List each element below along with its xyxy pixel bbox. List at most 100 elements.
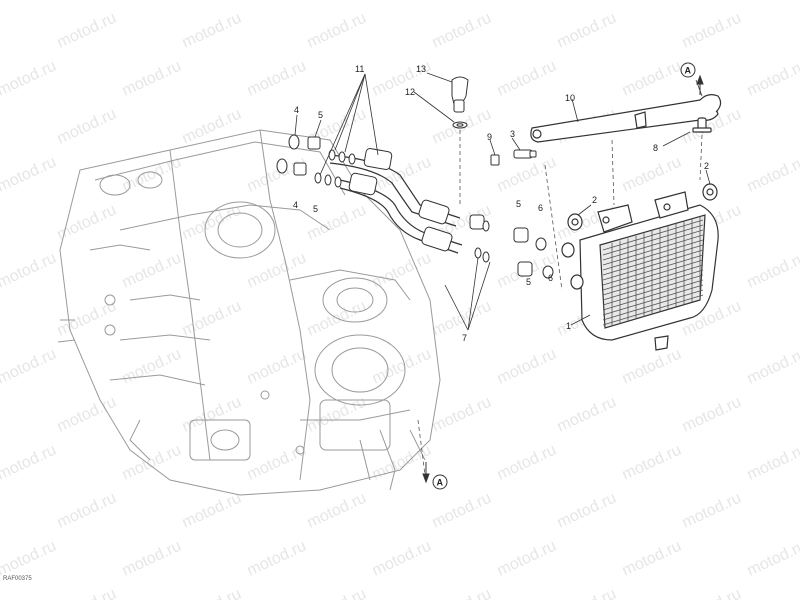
callout-7: 7 [462, 333, 467, 343]
callout-6-upper: 6 [538, 203, 543, 213]
watermark-text: motod.ru [555, 394, 619, 436]
watermark-text: motod.ru [180, 298, 244, 340]
watermark-text: motod.ru [745, 442, 800, 484]
watermark-text: motod.ru [245, 0, 309, 4]
engine-block-drawing [57, 129, 441, 496]
callout-9: 9 [487, 132, 492, 142]
watermark-text: motod.ru [305, 490, 369, 532]
assembly-guide-lines [417, 130, 703, 476]
section-a-top-label: A [685, 66, 692, 76]
watermark-text: motod.ru [245, 346, 309, 388]
section-a-bottom-label: A [437, 478, 444, 488]
watermark-text: motod.ru [430, 10, 494, 52]
watermark-text: motod.ru [555, 586, 619, 600]
callout-11: 11 [355, 64, 364, 74]
callout-3: 3 [510, 129, 515, 139]
watermark-text: motod.ru [0, 0, 59, 4]
watermark-text: motod.ru [620, 58, 684, 100]
callout-5-right-upper: 5 [516, 199, 521, 209]
watermark-text: motod.ru [55, 298, 119, 340]
watermark-text: motod.ru [0, 538, 59, 580]
watermark-text: motod.ru [555, 10, 619, 52]
watermark-text: motod.ru [495, 58, 559, 100]
cooler-side-fittings [469, 214, 554, 279]
watermark-text: motod.ru [430, 490, 494, 532]
watermark-text: motod.ru [55, 106, 119, 148]
watermark-text: motod.ru [680, 490, 744, 532]
watermark-text: motod.ru [0, 250, 59, 292]
watermark-text: motod.ru [0, 58, 59, 100]
watermark-text: motod.ru [745, 538, 800, 580]
watermark-text: motod.ru [0, 154, 59, 196]
watermark-text: motod.ru [120, 58, 184, 100]
callout-4-upper: 4 [294, 105, 299, 115]
section-a-arrows [422, 74, 704, 484]
section-a-bottom-marker: A [432, 474, 448, 490]
watermark-text: motod.ru [430, 586, 494, 600]
watermark-text: motod.ru [745, 154, 800, 196]
watermark-text: motod.ru [305, 586, 369, 600]
hose-ferrules [348, 148, 453, 252]
watermark-text: motod.ru [120, 250, 184, 292]
watermark-text: motod.ru [745, 250, 800, 292]
section-a-top-marker: A [680, 62, 696, 78]
callout-5-upper-left: 5 [318, 110, 323, 120]
watermark-text: motod.ru [0, 346, 59, 388]
watermark-text: motod.ru [620, 346, 684, 388]
watermark-text: motod.ru [245, 58, 309, 100]
watermark-text: motod.ru [180, 10, 244, 52]
watermark-text: motod.ru [495, 442, 559, 484]
watermark-text: motod.ru [620, 154, 684, 196]
watermark-text: motod.ru [245, 442, 309, 484]
callout-4-lower: 4 [293, 200, 298, 210]
callout-12: 12 [405, 87, 415, 97]
watermark-text: motod.ru [180, 394, 244, 436]
watermark-text: motod.ru [495, 0, 559, 4]
callout-6-lower: 6 [548, 273, 553, 283]
cooler-fins [602, 216, 704, 326]
callout-5-right-lower: 5 [526, 277, 531, 287]
watermark-text: motod.ru [120, 346, 184, 388]
watermark-text: motod.ru [620, 442, 684, 484]
callout-5-lower-left: 5 [313, 204, 318, 214]
oil-cooler-radiator [561, 183, 719, 351]
watermark-text: motod.ru [245, 538, 309, 580]
watermark-text: motod.ru [55, 202, 119, 244]
watermark-text: motod.ru [680, 586, 744, 600]
callout-leader-lines [294, 72, 711, 331]
watermark-text: motod.ru [120, 538, 184, 580]
watermark-text: motod.ru [495, 538, 559, 580]
drawing-reference-code: RAF00375 [3, 576, 32, 582]
watermark-text: motod.ru [180, 586, 244, 600]
callout-numbers: 11 13 12 10 4 5 9 3 8 2 2 4 5 5 6 5 6 1 … [293, 64, 709, 343]
callout-8: 8 [653, 143, 658, 153]
watermark-text: motod.ru [180, 106, 244, 148]
watermark-text: motod.ru [495, 154, 559, 196]
watermark-text: motod.ru [0, 442, 59, 484]
watermark-text: motod.ru [180, 490, 244, 532]
callout-10: 10 [565, 93, 575, 103]
watermark-text: motod.ru [745, 346, 800, 388]
watermark-text: motod.ru [370, 0, 434, 4]
watermark-text: motod.ru [745, 58, 800, 100]
watermark-text: motod.ru [620, 0, 684, 4]
callout-2-left: 2 [592, 195, 597, 205]
watermark-text: motod.ru [745, 0, 800, 4]
mounting-bracket [530, 94, 722, 143]
watermark-text: motod.ru [305, 10, 369, 52]
watermark-text: motod.ru [370, 346, 434, 388]
callout-13: 13 [416, 64, 426, 74]
callout-1: 1 [566, 321, 571, 331]
bolt-assembly [490, 149, 537, 166]
watermark-text: motod.ru [55, 10, 119, 52]
watermark-text: motod.ru [680, 394, 744, 436]
watermark-text: motod.ru [495, 346, 559, 388]
watermark-text: motod.ru [555, 490, 619, 532]
oil-hoses [329, 154, 463, 254]
callout-2-right: 2 [704, 161, 709, 171]
watermark-text: motod.ru [620, 538, 684, 580]
watermark-text: motod.ru [370, 538, 434, 580]
watermark-text: motod.ru [120, 0, 184, 4]
watermark-text: motod.ru [680, 10, 744, 52]
